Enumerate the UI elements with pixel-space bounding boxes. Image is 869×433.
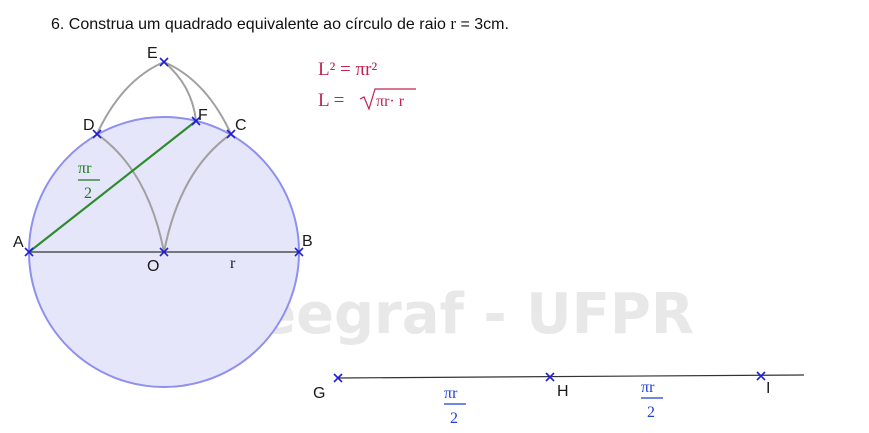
formula-side-length: L = πr· r [318, 88, 416, 111]
label-B: B [302, 233, 313, 250]
arc-O-D [96, 133, 165, 253]
arc-O-C [163, 133, 232, 253]
formula-side-prefix: L = [318, 90, 344, 111]
label-D: D [83, 117, 95, 134]
point-A-marker [24, 247, 34, 257]
fraction-AF-numerator: πr [78, 160, 92, 177]
fraction-AF: πr 2 [78, 160, 100, 202]
fraction-HI-numerator: πr [641, 379, 655, 396]
point-O-marker [159, 247, 169, 257]
point-H-marker [545, 372, 555, 382]
segment-AF [28, 120, 197, 253]
point-E-marker [159, 57, 169, 67]
fraction-HI: πr 2 [641, 379, 663, 421]
arc-E-F [163, 61, 197, 122]
fraction-GH: πr 2 [444, 385, 466, 427]
point-B-marker [294, 247, 304, 257]
exercise-title: 6. Construa um quadrado equivalente ao c… [51, 14, 509, 34]
label-A: A [13, 234, 24, 251]
fraction-GH-denominator: 2 [450, 410, 458, 427]
point-G-marker [333, 373, 343, 383]
point-D-marker [92, 129, 102, 139]
label-O: O [147, 258, 159, 275]
label-H: H [557, 383, 569, 400]
label-I: I [766, 380, 770, 397]
point-F-marker [191, 116, 201, 126]
label-C: C [235, 117, 247, 134]
sqrt-sign [359, 88, 416, 111]
fraction-GH-numerator: πr [444, 385, 458, 402]
label-F: F [198, 107, 208, 124]
label-E: E [147, 45, 158, 62]
formula-area-equality: L² = πr² [318, 59, 377, 80]
watermark: geegraf - UFPR [218, 282, 694, 347]
line-GI [336, 374, 805, 379]
arc-C-E [163, 61, 232, 135]
point-markers [24, 57, 766, 383]
title-radius-var: r [450, 14, 457, 33]
point-C-marker [226, 129, 236, 139]
title-text-end: = 3cm. [456, 16, 509, 33]
title-text: 6. Construa um quadrado equivalente ao c… [51, 16, 451, 33]
formula-side-radicand: πr· r [376, 93, 405, 110]
label-G: G [313, 385, 325, 402]
arc-D-E [96, 61, 165, 135]
point-I-marker [756, 371, 766, 381]
fraction-HI-denominator: 2 [647, 404, 655, 421]
radius-label: r [230, 255, 236, 272]
fraction-AF-denominator: 2 [84, 185, 92, 202]
